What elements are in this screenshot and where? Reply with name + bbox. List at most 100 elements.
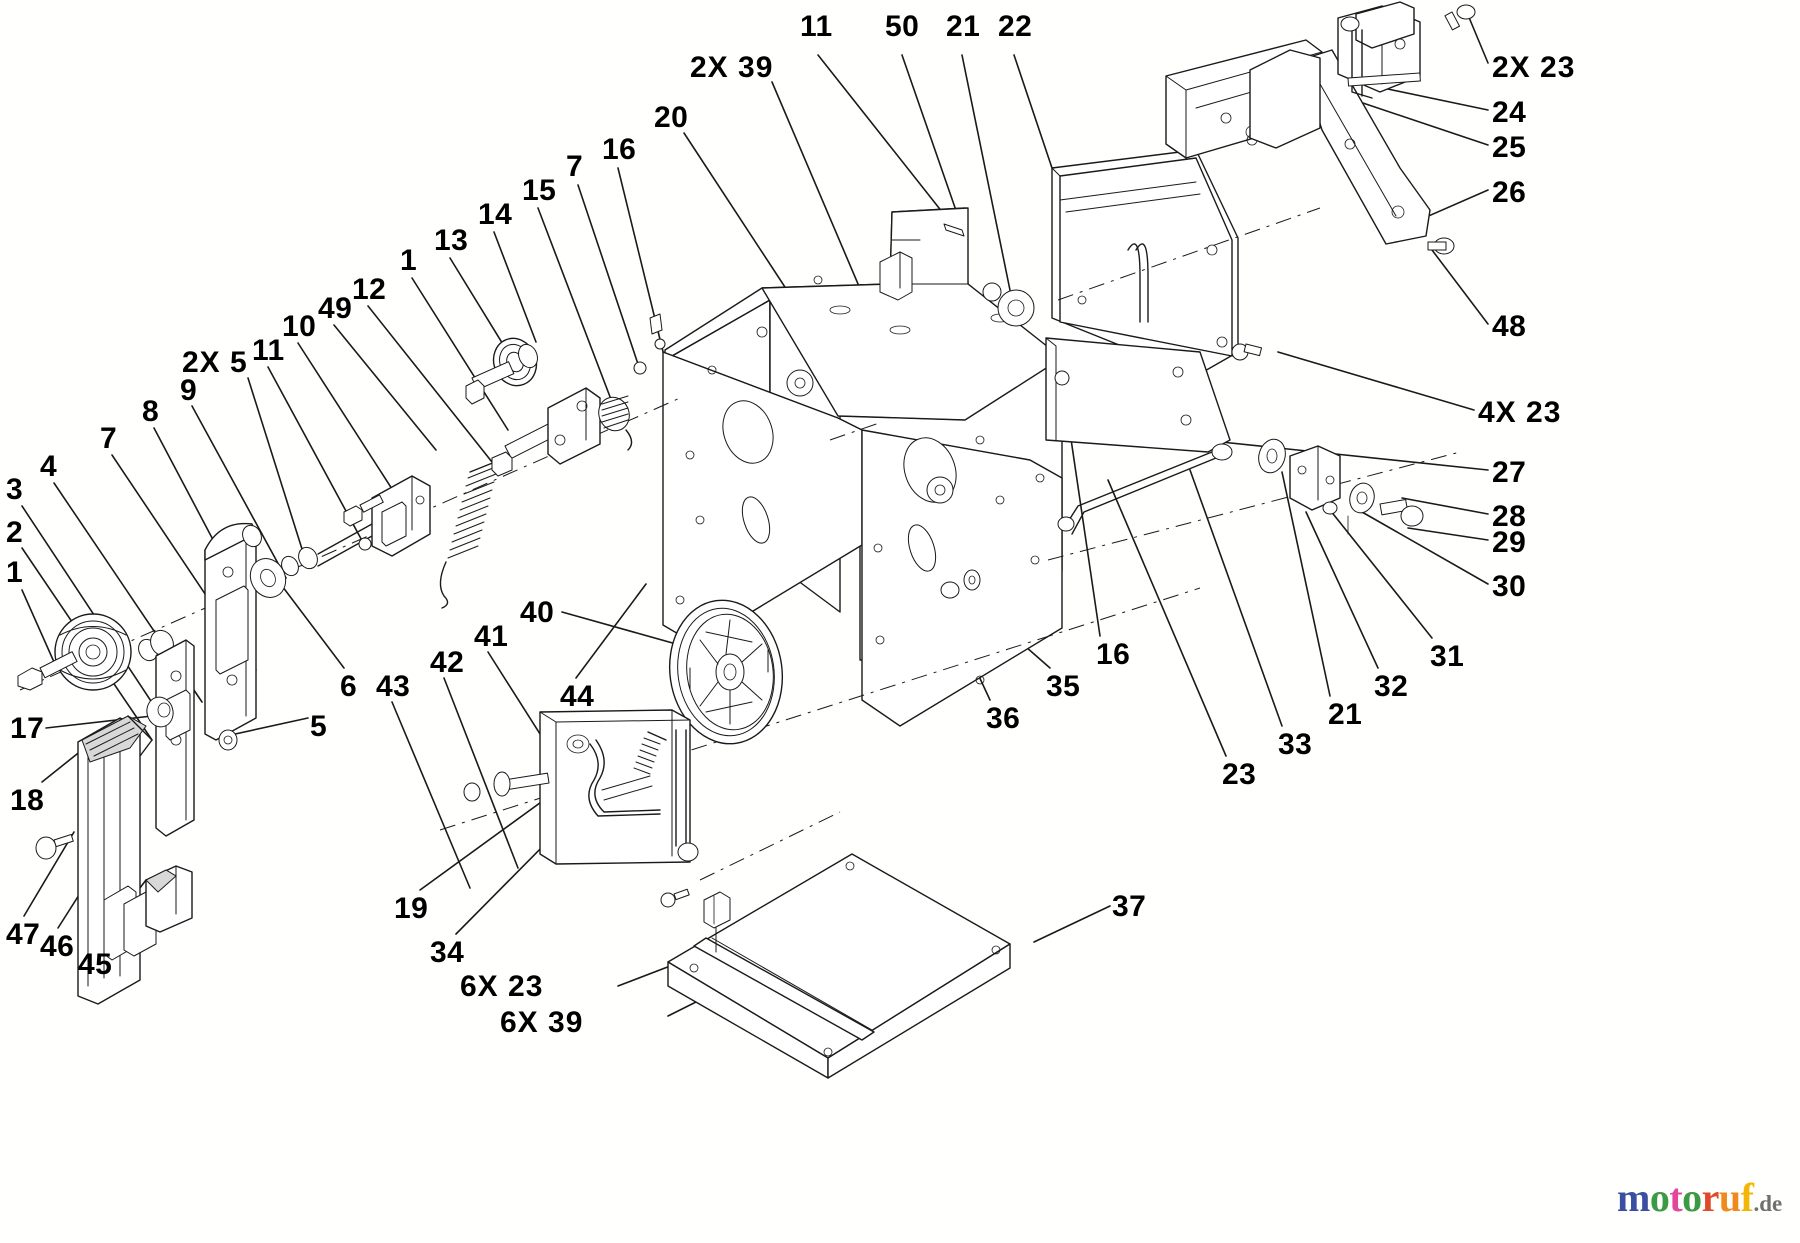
callout-6x-39: 6X 39 [500,1006,584,1039]
callout-11: 11 [800,10,833,43]
callout-3: 3 [6,473,24,506]
callout-10: 10 [282,310,317,343]
wheel-40 [668,599,784,745]
callout-31: 31 [1430,640,1465,673]
callout-6: 6 [340,670,358,703]
leader-50 [901,54,961,223]
callout-7: 7 [100,422,118,455]
watermark-letter-t: t [1669,1175,1683,1220]
watermark-letter-r: r [1701,1175,1720,1220]
callout-32: 32 [1374,670,1409,703]
leader-42 [443,677,519,869]
leader-23 [1107,479,1227,757]
callout-33: 33 [1278,728,1313,761]
callout-12: 12 [352,273,387,306]
leader-29 [1407,527,1489,541]
leader-2x-5 [247,377,309,569]
leader-14 [493,231,537,343]
upper-right-arm [1165,1,1476,255]
callout-23: 23 [1222,758,1257,791]
callout-21: 21 [1328,698,1363,731]
callout-40: 40 [520,596,555,629]
watermark-suffix: .de [1753,1191,1783,1216]
callout-17: 17 [10,712,45,745]
callout-26: 26 [1492,176,1527,209]
leader-24 [1382,87,1489,111]
callout-44: 44 [560,680,595,713]
callout-50: 50 [885,10,920,43]
callout-25: 25 [1492,131,1527,164]
leader-44 [575,583,647,679]
callout-18: 18 [10,784,45,817]
pulley-2 [54,613,132,691]
right-coupler-assembly [940,438,1461,599]
callout-16: 16 [602,133,637,166]
leader-11 [817,54,959,233]
watermark-letter-f: f [1740,1175,1754,1220]
callout-28: 28 [1492,500,1527,533]
leader-33 [1189,469,1283,727]
callout-16: 16 [1096,638,1131,671]
callout-4: 4 [40,450,58,483]
left-linkage-assembly [17,337,681,1005]
callout-36: 36 [986,702,1021,735]
callout-6x-23: 6X 23 [460,970,544,1003]
callout-2x-5: 2X 5 [182,346,248,379]
callout-43: 43 [376,670,411,703]
callout-15: 15 [522,174,557,207]
callout-11: 11 [252,334,285,367]
leader-21 [1281,471,1331,697]
watermark-letter-o2: o [1682,1175,1702,1220]
platform-37 [660,853,1011,1079]
leader-1 [21,589,55,663]
leader-5 [225,717,309,737]
leader-16 [617,167,669,373]
callout-20: 20 [654,101,689,134]
leader-25 [1347,97,1489,146]
leader-20 [683,132,801,311]
leader-28 [1401,497,1489,515]
spring-19 [633,731,667,775]
callout-9: 9 [180,374,198,407]
callout-41: 41 [474,620,509,653]
pedal-assembly [35,696,193,1005]
leader-17 [45,715,153,729]
callout-27: 27 [1492,456,1527,489]
spring-49 [439,459,501,609]
leader-47 [23,831,75,917]
leader-30 [1361,511,1489,585]
main-frame-assembly [649,207,1063,727]
callout-2: 2 [6,516,24,549]
callout-8: 8 [142,395,160,428]
callout-14: 14 [478,198,513,231]
leader-15 [537,207,613,403]
callout-2x-23: 2X 23 [1492,51,1576,84]
callout-37: 37 [1112,890,1147,923]
callout-22: 22 [998,10,1033,43]
spring-clip-15 [598,395,633,451]
leader-22 [1013,54,1053,169]
leader-43 [391,701,471,889]
callout-1: 1 [400,244,418,277]
leader-49 [333,324,437,451]
leader-4x-23 [1277,351,1475,411]
motoruf-watermark: motoruf.de [1617,1178,1782,1218]
leader-7 [577,184,641,371]
leader-31 [1329,509,1433,639]
watermark-letter-o1: o [1649,1175,1670,1220]
leader-2x-23 [1467,14,1489,64]
wheel-assembly [439,587,1201,865]
callout-42: 42 [430,646,465,679]
leader-32 [1305,511,1379,669]
leader-9 [191,405,287,579]
callout-48: 48 [1492,310,1527,343]
watermark-letter-m: m [1617,1175,1650,1220]
callout-35: 35 [1046,670,1081,703]
callout-34: 34 [430,936,465,969]
callout-21: 21 [946,10,981,43]
callout-1: 1 [6,556,24,589]
callout-5: 5 [310,710,328,743]
callout-2x-39: 2X 39 [690,51,774,84]
